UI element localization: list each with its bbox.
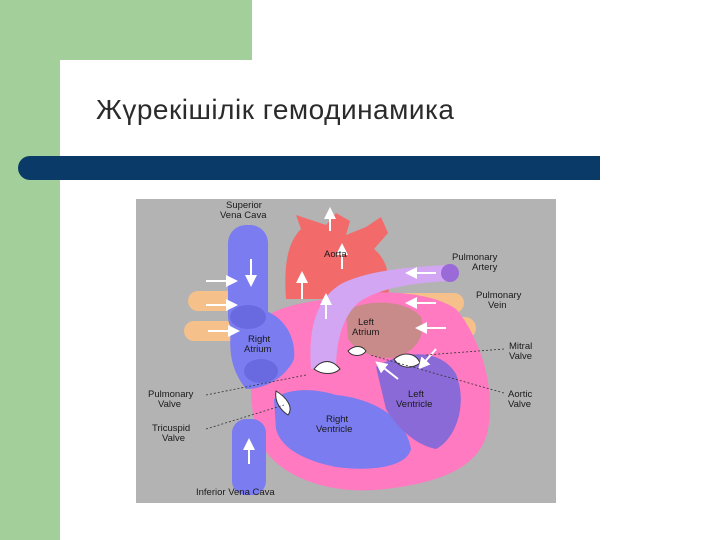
slide-title: Жүрекішілік гемодинамика [96, 94, 455, 125]
label-aortic-valve-1: Aortic [508, 389, 533, 400]
tricuspid-valve [275, 390, 291, 416]
flow-arrows [206, 207, 446, 464]
label-left-atrium-1: Left [358, 317, 374, 328]
label-aortic-valve-2: Valve [508, 399, 531, 410]
label-left-atrium-2: Atrium [352, 327, 380, 338]
pulmonary-valve [313, 361, 341, 374]
label-left-ventricle-1: Left [408, 389, 424, 400]
heart-diagram: Superior Vena Cava Aorta Pulmonary Arter… [136, 199, 556, 503]
label-inferior-vena-cava: Inferior Vena Cava [196, 487, 275, 498]
label-right-ventricle-1: Right [326, 414, 349, 425]
label-tricuspid-valve-1: Tricuspid [152, 423, 190, 434]
label-pulmonary-artery-1: Pulmonary [452, 252, 498, 263]
title-underline-bar [18, 156, 600, 180]
label-pulmonary-vein-1: Pulmonary [476, 290, 522, 301]
pulmonary-artery [310, 265, 448, 371]
svc-opening [230, 305, 266, 329]
label-superior-vena-cava-2: Vena Cava [220, 210, 267, 221]
label-tricuspid-valve-2: Valve [162, 433, 185, 444]
label-right-atrium-1: Right [248, 334, 271, 345]
content-corner [60, 60, 100, 100]
label-right-atrium-2: Atrium [244, 344, 272, 355]
label-aorta: Aorta [324, 249, 347, 260]
aortic-valve [347, 346, 367, 356]
ivc-opening [244, 359, 278, 383]
label-right-ventricle-2: Ventricle [316, 424, 352, 435]
label-pulmonary-valve-2: Valve [158, 399, 181, 410]
label-pulmonary-valve-1: Pulmonary [148, 389, 194, 400]
right-ventricle [274, 390, 411, 469]
label-left-ventricle-2: Ventricle [396, 399, 432, 410]
heart-diagram-svg: Superior Vena Cava Aorta Pulmonary Arter… [136, 199, 556, 503]
label-pulmonary-vein-2: Vein [488, 300, 507, 311]
accent-strip-left [0, 0, 60, 540]
pulmonary-artery-end [441, 264, 459, 282]
left-atrium [346, 302, 423, 358]
label-pulmonary-artery-2: Artery [472, 262, 498, 273]
leader-lines [205, 348, 505, 430]
label-superior-vena-cava-1: Superior [226, 200, 262, 211]
label-mitral-valve-1: Mitral [509, 341, 532, 352]
label-mitral-valve-2: Valve [509, 351, 532, 362]
